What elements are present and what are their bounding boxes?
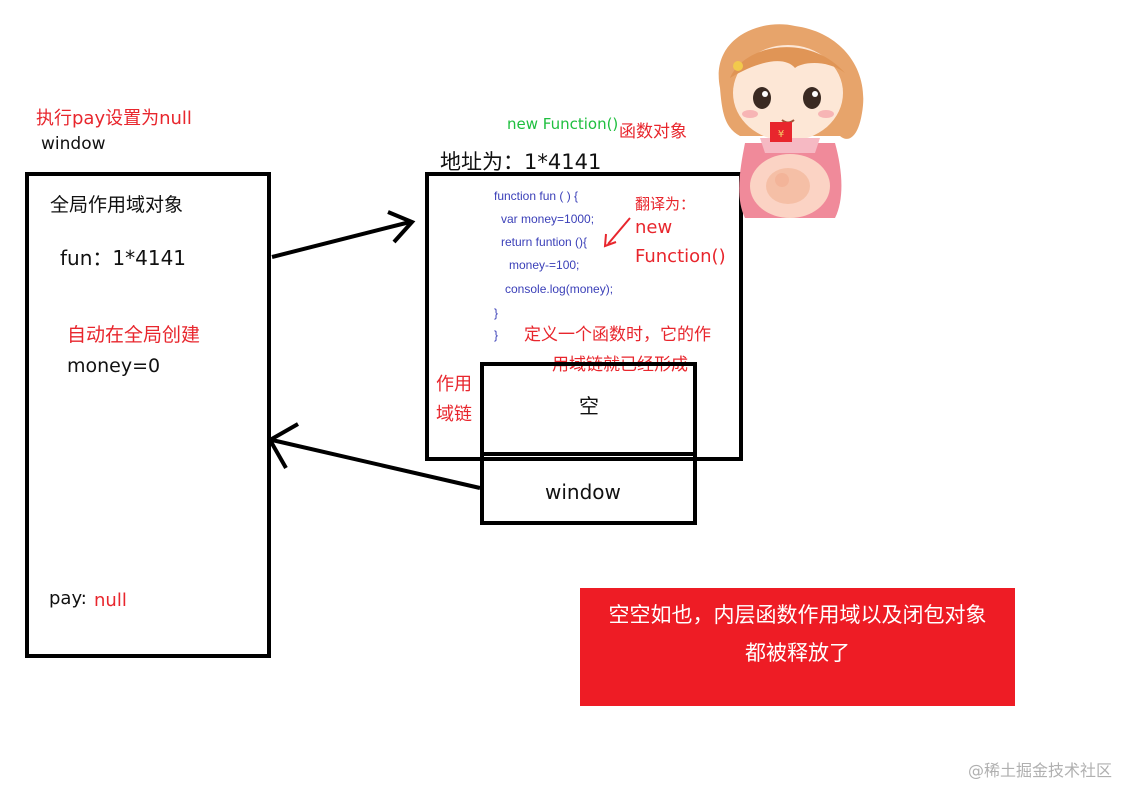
auto-create-note: 自动在全局创建 bbox=[67, 324, 201, 346]
code-line: console.log(money); bbox=[505, 282, 614, 296]
global-scope-title: 全局作用域对象 bbox=[50, 194, 184, 216]
function-object-box bbox=[425, 172, 743, 461]
cartoon-girl-image: ¥ bbox=[718, 24, 864, 218]
code-line: return funtion (){ bbox=[501, 235, 588, 249]
code-line: function fun ( ) { bbox=[494, 189, 579, 203]
translate-note: Function() bbox=[635, 246, 726, 267]
code-line: } bbox=[494, 306, 499, 320]
release-banner: 空空如也，内层函数作用域以及闭包对象 都被释放了 bbox=[580, 588, 1015, 706]
code-line: money-=100; bbox=[509, 258, 580, 272]
money-entry: money=0 bbox=[67, 355, 161, 377]
scope-chain-label: 作用 bbox=[436, 374, 472, 395]
scope-chain-arrow bbox=[271, 438, 481, 490]
fun-entry: fun：1*4141 bbox=[60, 246, 187, 270]
global-scope-box bbox=[25, 172, 271, 658]
window-slot-label: window bbox=[545, 480, 621, 504]
define-note: 定义一个函数时，它的作 bbox=[524, 325, 711, 345]
address-label: 地址为：1*4141 bbox=[440, 150, 602, 174]
scope-chain-label: 域链 bbox=[436, 404, 472, 425]
banner-line: 空空如也，内层函数作用域以及闭包对象 bbox=[608, 603, 987, 627]
code-line: var money=1000; bbox=[501, 212, 595, 226]
fun-pointer-arrowhead bbox=[387, 210, 416, 244]
translate-pointer-arrow bbox=[607, 217, 631, 245]
translate-note: 翻译为： bbox=[635, 195, 696, 213]
code-line: } bbox=[494, 328, 499, 342]
fun-pointer-arrow bbox=[271, 220, 411, 259]
pay-value: null bbox=[94, 590, 127, 611]
pay-label: pay: bbox=[49, 588, 87, 609]
translate-pointer-arrowhead bbox=[603, 233, 617, 248]
scope-chain-arrowhead bbox=[267, 422, 299, 469]
banner-line: 都被释放了 bbox=[745, 641, 850, 665]
svg-text:¥: ¥ bbox=[778, 129, 784, 140]
action-note: 执行pay设置为null bbox=[36, 108, 192, 129]
function-object-label: 函数对象 bbox=[619, 122, 687, 142]
empty-slot-label: 空 bbox=[579, 394, 599, 418]
translate-note: new bbox=[635, 217, 673, 238]
new-function-label: new Function() bbox=[507, 115, 619, 133]
watermark: @稀土掘金技术社区 bbox=[968, 761, 1113, 780]
scope-chain-window-slot bbox=[480, 452, 697, 525]
window-label: window bbox=[41, 134, 106, 154]
